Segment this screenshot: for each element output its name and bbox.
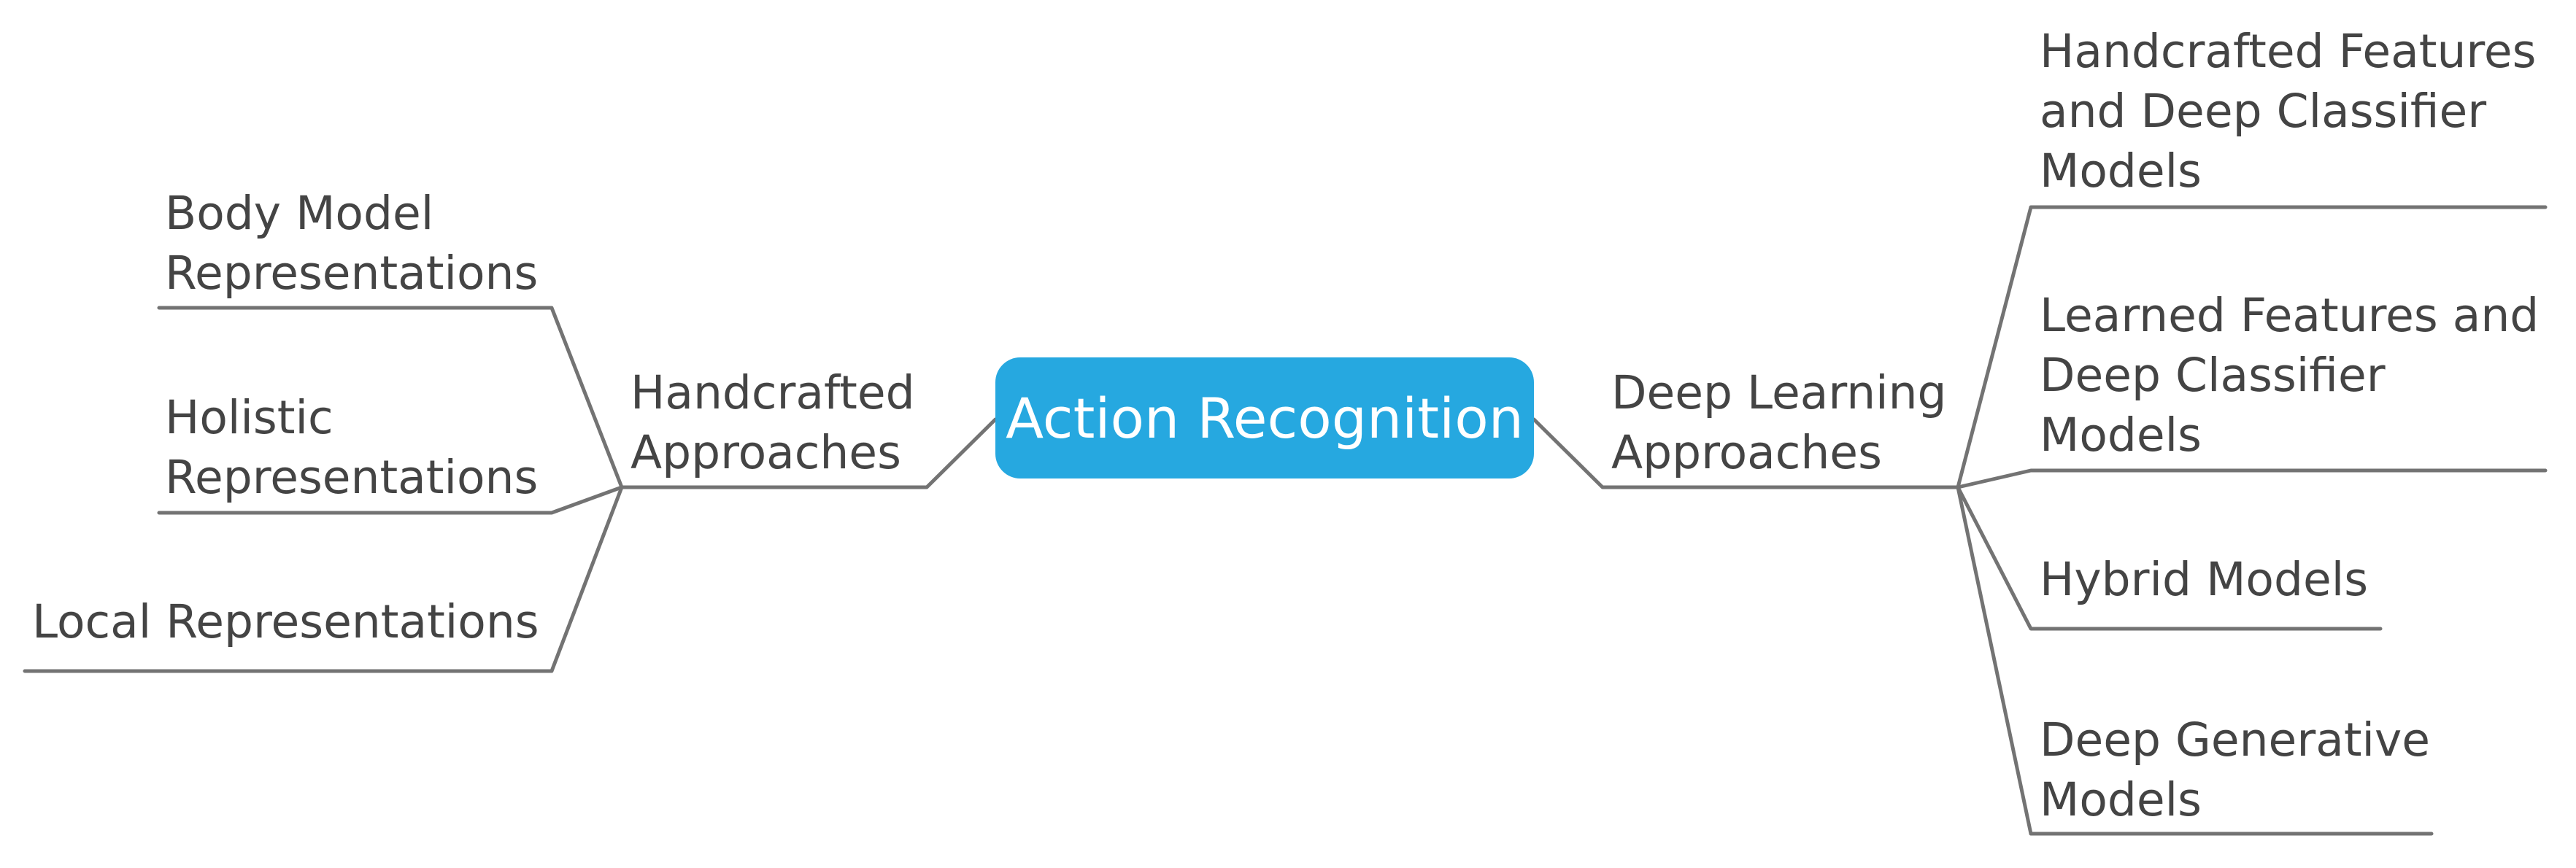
connector-to-deep-generative (1956, 485, 2434, 836)
branch-deep-learning-approaches: Deep Learning Approaches (1611, 366, 1947, 479)
connector-to-learned-features (1956, 468, 2548, 489)
connector-to-holistic (157, 485, 624, 515)
node-deep-generative-models: Deep Generative Models (2040, 713, 2431, 826)
connector-to-body-model (157, 306, 624, 489)
node-holistic-representations: Holistic Representations (165, 391, 539, 504)
connector-root-to-handcrafted (620, 417, 998, 489)
node-learned-features-deep-classifier: Learned Features and Deep Classifier Mod… (2040, 289, 2540, 462)
connector-root-to-deep-learning (1532, 417, 1960, 489)
node-body-model-representations: Body Model Representations (165, 187, 539, 300)
branch-handcrafted-approaches: Handcrafted Approaches (630, 366, 915, 479)
node-hybrid-models: Hybrid Models (2040, 553, 2369, 606)
connector-to-local (23, 485, 624, 673)
root-node-action-recognition: Action Recognition (995, 357, 1534, 478)
node-local-representations: Local Representations (32, 595, 539, 648)
connector-to-hybrid (1956, 485, 2383, 631)
connector-to-handcrafted-features (1956, 205, 2548, 489)
node-handcrafted-features-deep-classifier: Handcrafted Features and Deep Classifier… (2040, 25, 2537, 198)
